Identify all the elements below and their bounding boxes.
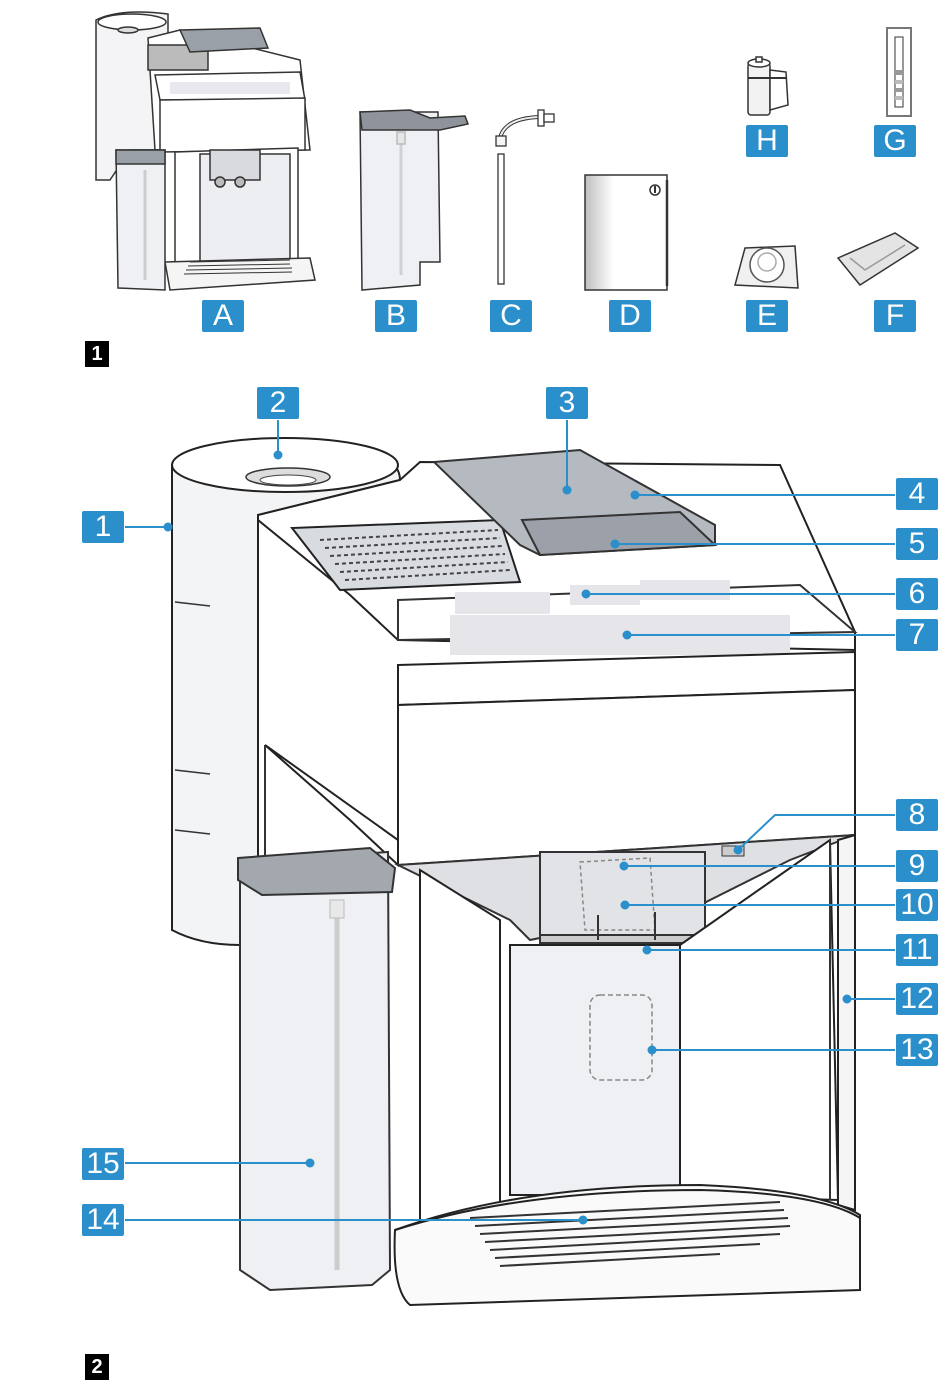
figure-1-badge: 1 (85, 341, 109, 367)
label-f: F (874, 300, 916, 332)
label-h: H (746, 125, 788, 157)
label-b: B (375, 300, 417, 332)
grinder-grate-pattern (319, 529, 511, 581)
callout-2: 2 (257, 387, 299, 419)
callout-3: 3 (546, 387, 588, 419)
label-a: A (202, 300, 244, 332)
item-f-cleaning-pack (836, 232, 920, 286)
callout-5: 5 (896, 528, 938, 560)
item-e-descaling-tablet (734, 245, 799, 289)
callout-11: 11 (896, 934, 938, 966)
callout-15: 15 (82, 1148, 124, 1180)
label-e: E (746, 300, 788, 332)
callout-4: 4 (896, 478, 938, 510)
item-d-manual (584, 174, 669, 291)
callout-7: 7 (896, 619, 938, 651)
callout-8: 8 (896, 799, 938, 831)
item-g-test-strip (886, 27, 912, 117)
callout-10: 10 (896, 889, 938, 921)
callout-1: 1 (82, 511, 124, 543)
callout-12: 12 (896, 983, 938, 1015)
callout-9: 9 (896, 850, 938, 882)
item-c-milk-tube (495, 109, 555, 285)
callout-6: 6 (896, 578, 938, 610)
label-d: D (609, 300, 651, 332)
figure-2-badge: 2 (85, 1354, 109, 1380)
callout-14: 14 (82, 1204, 124, 1236)
label-c: C (490, 300, 532, 332)
drip-tray-grate (469, 1201, 791, 1267)
item-b-milk-container (359, 109, 470, 291)
callout-13: 13 (896, 1034, 938, 1066)
item-a-coffee-machine (95, 11, 316, 291)
machine-main (171, 437, 861, 1307)
label-g: G (874, 125, 916, 157)
callout-lines (125, 420, 895, 1225)
item-h-water-filter (747, 56, 789, 116)
